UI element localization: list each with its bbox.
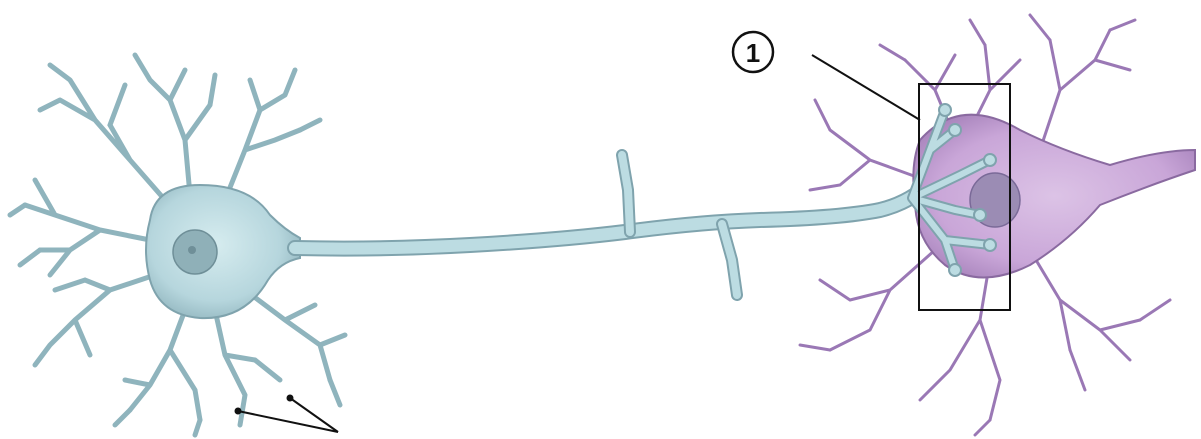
axon [295,155,915,295]
dendrite-pointer-lines [236,396,339,433]
presynaptic-soma [146,185,300,318]
postsynaptic-soma [913,115,1195,278]
postsynaptic-neuron [800,15,1195,435]
callout-1: 1 [733,32,920,120]
callout-1-leader-line [812,55,920,120]
callout-1-label: 1 [746,38,760,68]
